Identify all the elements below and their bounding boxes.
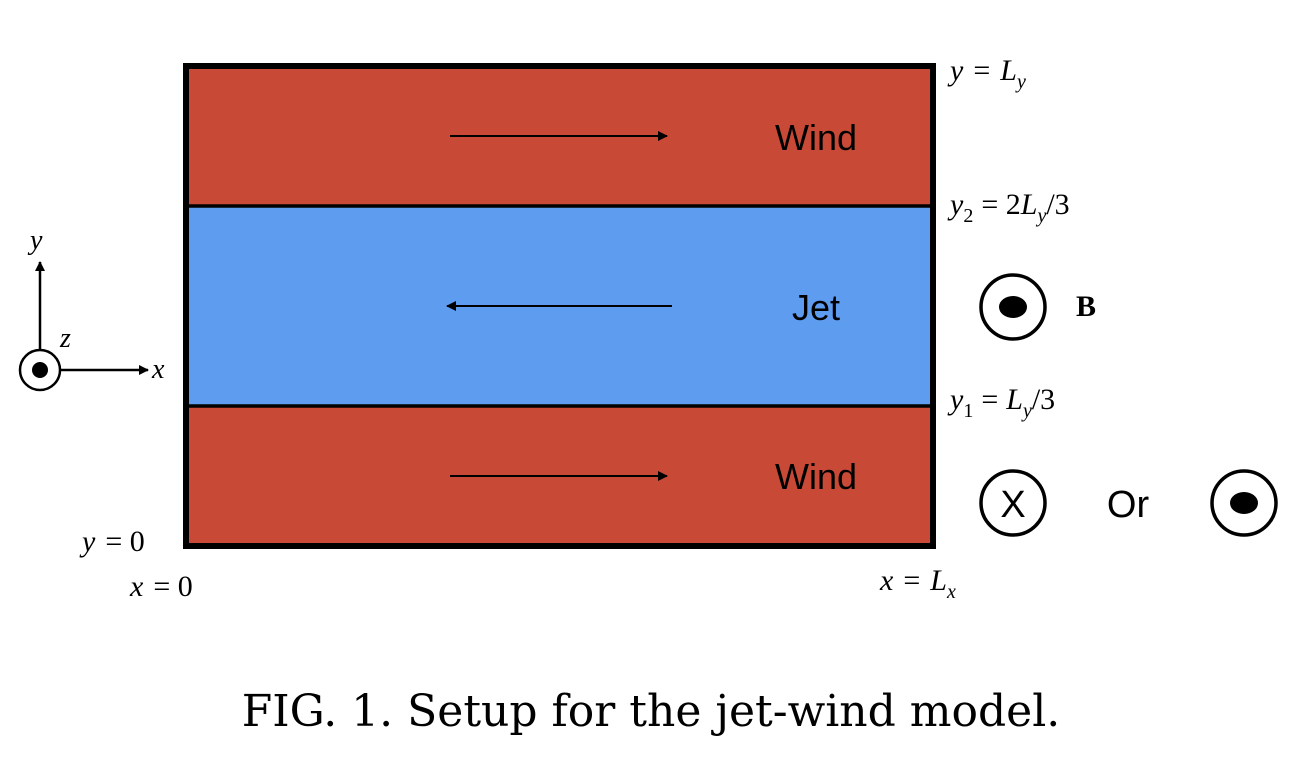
svg-text:x=Lx: x=Lx (879, 564, 956, 603)
coordinate-axes: y x z (18, 225, 165, 392)
axis-label-y: y (27, 225, 43, 256)
svg-text:y1=Ly/3: y1=Ly/3 (947, 383, 1055, 422)
label-y2: y2= 2Ly/3 (947, 188, 1070, 227)
domain-border (183, 63, 936, 549)
field-or-label: Or (1107, 484, 1150, 526)
label-x-L: x=Lx (879, 564, 956, 603)
svg-text:y= 0: y= 0 (79, 525, 145, 558)
field-dot-wind (1210, 469, 1278, 537)
jet-label: Jet (792, 287, 840, 328)
field-dot-jet (979, 273, 1047, 341)
wind-label-top: Wind (775, 117, 857, 158)
svg-text:X: X (1000, 484, 1025, 526)
field-label-B: B (1076, 290, 1096, 323)
svg-text:y2= 2Ly/3: y2= 2Ly/3 (947, 188, 1070, 227)
label-x0: x= 0 (129, 570, 193, 603)
field-into-page-icon (979, 469, 1047, 537)
figure-caption: FIG. 1. Setup for the jet-wind model. (241, 686, 1061, 737)
label-y0: y= 0 (79, 525, 145, 558)
svg-text:x= 0: x= 0 (129, 570, 193, 603)
field-cross-wind: X (979, 469, 1047, 537)
axis-label-x: x (151, 354, 165, 385)
wind-label-bottom: Wind (775, 456, 857, 497)
axis-label-z: z (59, 323, 71, 354)
label-y-top: y=Ly (947, 54, 1026, 93)
svg-text:y=Ly: y=Ly (947, 54, 1026, 93)
label-y1: y1=Ly/3 (947, 383, 1055, 422)
